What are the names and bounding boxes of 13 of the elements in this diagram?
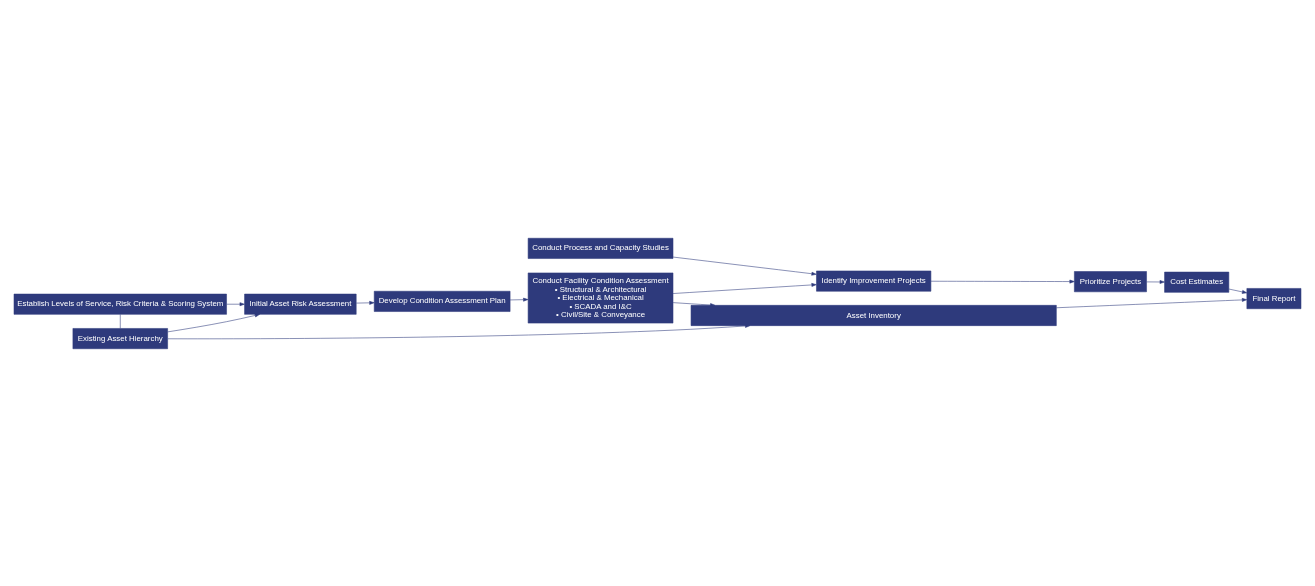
arrow	[226, 301, 245, 306]
arrow	[509, 297, 529, 301]
arrow	[672, 301, 716, 307]
arrow	[1056, 297, 1248, 308]
arrow	[1146, 279, 1165, 284]
arrow	[167, 313, 260, 332]
arrow	[672, 282, 817, 294]
arrow	[356, 300, 375, 305]
arrow	[167, 323, 751, 339]
arrow	[672, 256, 817, 276]
arrow	[930, 279, 1075, 283]
arrow	[1228, 288, 1248, 294]
connector	[120, 313, 121, 329]
